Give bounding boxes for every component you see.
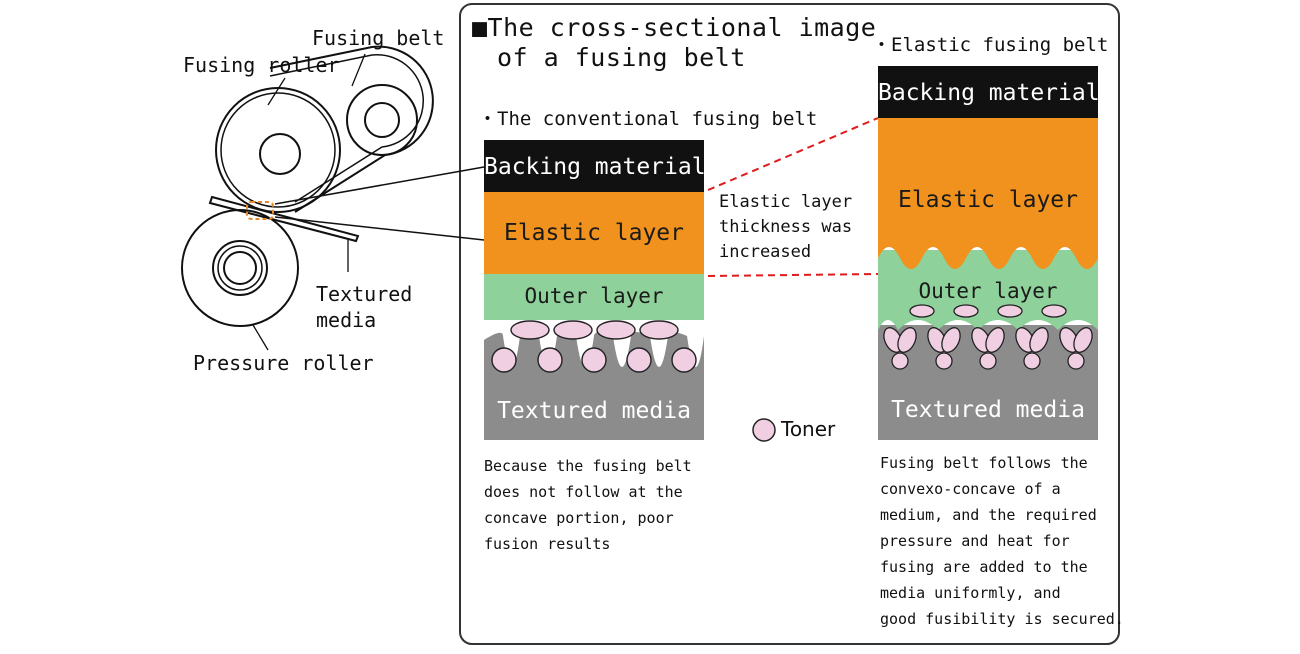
fusing-belt-inner-outline bbox=[269, 53, 425, 203]
toner-particle bbox=[997, 304, 1023, 318]
toner-particle bbox=[626, 347, 652, 373]
toner-particle bbox=[537, 347, 563, 373]
zoom-line-top bbox=[274, 166, 485, 205]
elastic-description-line: Fusing belt follows the bbox=[880, 454, 1088, 472]
dashed-connector-top bbox=[707, 117, 879, 191]
toner-particle bbox=[1023, 352, 1041, 370]
conventional-description-line: does not follow at the bbox=[484, 483, 683, 501]
textured-media-sheet bbox=[208, 195, 360, 243]
toner-particle bbox=[639, 320, 679, 340]
conventional-outer-label: Outer layer bbox=[524, 284, 664, 308]
fusing-roller-core bbox=[259, 133, 301, 175]
elastic-description-line: pressure and heat for bbox=[880, 532, 1070, 550]
elastic-media-label: Textured media bbox=[891, 397, 1085, 423]
pressure-roller bbox=[181, 209, 299, 327]
elastic-elastic-label: Elastic layer bbox=[897, 187, 1078, 213]
conventional-description: Because the fusing belt does not follow … bbox=[484, 453, 692, 557]
toner-particle bbox=[671, 347, 697, 373]
elastic-description: Fusing belt follows the convexo-concave … bbox=[880, 450, 1124, 632]
fusing-roller-label: Fusing roller bbox=[183, 53, 340, 77]
pressure-roller-core bbox=[223, 251, 257, 285]
textured-media-label-line1: Textured bbox=[316, 282, 413, 306]
toner-particle bbox=[1029, 327, 1049, 353]
pressure-roller-label: Pressure roller bbox=[193, 351, 374, 375]
toner-particle bbox=[596, 320, 636, 340]
toner-particle bbox=[510, 320, 550, 340]
conventional-outer-layer bbox=[484, 274, 704, 320]
conventional-backing-layer bbox=[484, 140, 704, 192]
nip-highlight bbox=[246, 201, 274, 220]
conventional-media-label: Textured media bbox=[497, 398, 691, 424]
conventional-heading: ・The conventional fusing belt bbox=[478, 108, 818, 130]
panel-title-line2: of a fusing belt bbox=[497, 43, 746, 72]
elastic-cross-section bbox=[878, 66, 1098, 440]
tension-roller bbox=[346, 84, 418, 156]
elastic-thickness-note-line2: thickness was bbox=[719, 217, 853, 237]
fusing-belt-label: Fusing belt bbox=[312, 26, 445, 50]
toner-particle bbox=[1041, 304, 1067, 318]
pressure-roller-ring bbox=[212, 240, 268, 296]
conventional-elastic-label: Elastic layer bbox=[503, 220, 684, 246]
elastic-description-line: good fusibility is secured. bbox=[880, 610, 1124, 628]
panel-title-line1: ■The cross-sectional image bbox=[472, 13, 877, 42]
elastic-elastic-layer bbox=[878, 118, 1098, 269]
toner-particle bbox=[909, 304, 935, 318]
elastic-description-line: medium, and the required bbox=[880, 506, 1097, 524]
zoom-line-bottom bbox=[274, 216, 485, 241]
conventional-elastic-layer bbox=[484, 192, 704, 274]
toner-particle bbox=[941, 327, 961, 353]
elastic-toner-group bbox=[883, 304, 1093, 370]
toner-particle bbox=[979, 352, 997, 370]
toner-particle bbox=[1067, 352, 1085, 370]
elastic-description-line: fusing are added to the bbox=[880, 558, 1088, 576]
fusing-roller bbox=[215, 87, 341, 213]
conventional-backing-label: Backing material bbox=[484, 154, 706, 180]
toner-particle bbox=[581, 347, 607, 373]
conventional-description-line: concave portion, poor bbox=[484, 509, 674, 527]
toner-particle bbox=[953, 304, 979, 318]
conventional-toner-group bbox=[491, 320, 697, 373]
toner-legend-label: Toner bbox=[781, 417, 836, 441]
elastic-thickness-note-line1: Elastic layer bbox=[719, 192, 853, 212]
elastic-backing-label: Backing material bbox=[878, 80, 1100, 106]
toner-particle bbox=[897, 327, 917, 353]
toner-particle bbox=[491, 347, 517, 373]
roller-assembly bbox=[181, 45, 434, 351]
elastic-outer-label: Outer layer bbox=[918, 279, 1058, 303]
conventional-cross-section bbox=[484, 140, 704, 440]
conventional-description-line: Because the fusing belt bbox=[484, 457, 692, 475]
toner-legend-icon bbox=[752, 418, 776, 442]
toner-particle bbox=[891, 352, 909, 370]
elastic-backing-layer bbox=[878, 66, 1098, 118]
fusing-belt-outline bbox=[269, 45, 434, 213]
toner-particle bbox=[1073, 327, 1093, 353]
textured-media-label-line2: media bbox=[316, 308, 377, 332]
elastic-description-line: media uniformly, and bbox=[880, 584, 1061, 602]
toner-particle bbox=[553, 320, 593, 340]
elastic-description-line: convexo-concave of a bbox=[880, 480, 1061, 498]
tension-roller-core bbox=[364, 102, 400, 138]
dashed-connector-bottom bbox=[707, 273, 879, 277]
toner-particle bbox=[935, 352, 953, 370]
elastic-heading: ・Elastic fusing belt bbox=[872, 34, 1109, 56]
elastic-thickness-note-line3: increased bbox=[719, 242, 812, 262]
conventional-description-line: fusion results bbox=[484, 535, 611, 553]
toner-particle bbox=[985, 327, 1005, 353]
